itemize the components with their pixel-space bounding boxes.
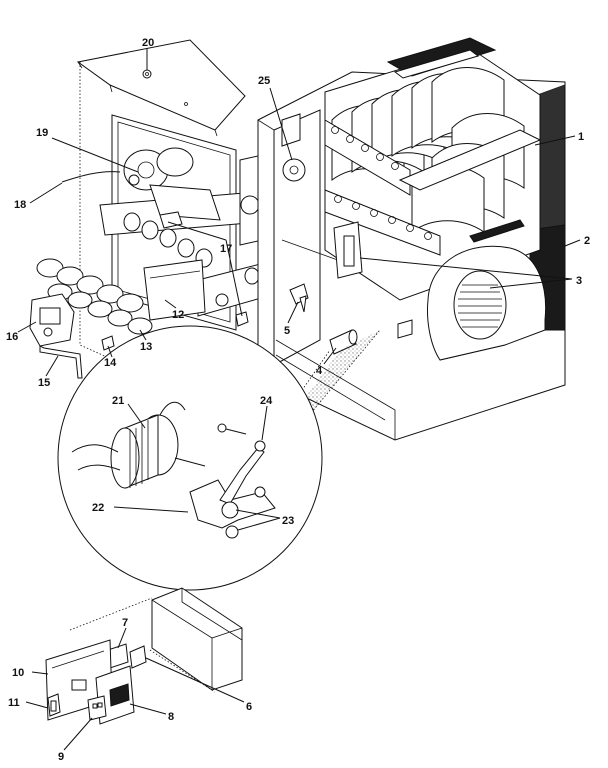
part-5-door-switch [289, 283, 309, 313]
part-11-fuse-holder [47, 693, 61, 717]
callout-24: 24 [260, 395, 273, 407]
callout-8: 8 [168, 711, 174, 723]
part-7-relay [107, 643, 147, 669]
blower-mount-bracket [397, 319, 413, 339]
callout-11: 11 [8, 697, 20, 709]
part-1-heat-exchanger [324, 37, 542, 301]
part-20-screw [142, 69, 152, 79]
callout-25: 25 [258, 75, 270, 87]
callout-5: 5 [284, 325, 290, 337]
callout-20: 20 [142, 37, 154, 49]
callout-7: 7 [122, 617, 128, 629]
callout-1: 1 [578, 131, 584, 143]
callout-17: 17 [220, 243, 232, 255]
blower-housing [427, 245, 547, 361]
callout-2: 2 [584, 235, 590, 247]
part-16-gas-valve [29, 293, 75, 347]
part-3-pressure-switch [333, 221, 363, 279]
callout-21: 21 [112, 395, 124, 407]
part-12-burner-bracket [143, 259, 206, 321]
part-9-terminal-block [87, 695, 107, 721]
callout-9: 9 [58, 751, 64, 763]
part-15-gas-pipe [39, 345, 83, 379]
callout-4: 4 [316, 365, 323, 377]
part-18-wire [61, 171, 121, 183]
control-box-outline [69, 597, 216, 693]
callout-3: 3 [576, 275, 582, 287]
magnified-detail-callout [57, 325, 381, 591]
part-13-burner-orifices [36, 258, 153, 335]
control-box-cover [151, 587, 243, 691]
part-17-igniter [159, 211, 249, 327]
callout-15: 15 [38, 377, 50, 389]
callout-labels: 20 19 18 25 1 2 3 17 5 4 12 13 14 16 15 … [6, 37, 590, 763]
callout-18: 18 [14, 199, 26, 211]
part-23-mount-bracket [189, 447, 276, 539]
callout-22: 22 [92, 502, 104, 514]
callout-23: 23 [282, 515, 294, 527]
leader-lines [17, 48, 581, 751]
top-cover-panel [76, 39, 246, 137]
callout-14: 14 [104, 357, 117, 369]
callout-13: 13 [140, 341, 152, 353]
callout-16: 16 [6, 331, 18, 343]
part-19-inducer-assembly [123, 147, 221, 221]
callout-19: 19 [36, 127, 48, 139]
callout-12: 12 [172, 309, 184, 321]
part-21-blower-motor [71, 401, 206, 489]
part-14-fitting [101, 335, 115, 351]
callout-10: 10 [12, 667, 24, 679]
part-25-limit-switch [281, 113, 306, 182]
part-24-bolt [217, 423, 266, 452]
callout-6: 6 [246, 701, 252, 713]
